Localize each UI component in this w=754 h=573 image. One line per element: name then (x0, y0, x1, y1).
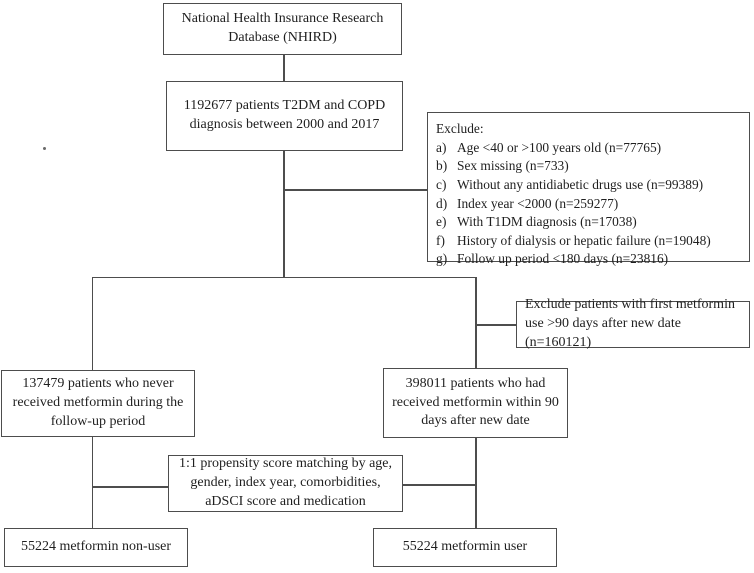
box-exclusions-secondary-text: Exclude patients with first metformin us… (525, 297, 735, 350)
exclusion-item-letter: c) (436, 176, 447, 192)
exclusion-item-text: Index year <2000 (n=259277) (457, 195, 619, 211)
box-cohort: 1192677 patients T2DM and COPD diagnosis… (166, 81, 403, 151)
box-non-user: 55224 metformin non-user (4, 528, 188, 567)
exclusion-item-letter: g) (436, 251, 448, 267)
stray-ink-dot (43, 147, 46, 150)
box-never-metformin-text: 137479 patients who never received metfo… (12, 376, 184, 429)
connector-nhird-to-cohort (283, 55, 285, 81)
exclusion-item-text: Age <40 or >100 years old (n=77765) (457, 139, 662, 155)
exclusion-item-letter: f) (436, 232, 445, 248)
exclusion-item-text: Without any antidiabetic drugs use (n=99… (457, 176, 704, 192)
box-user: 55224 metformin user (373, 528, 557, 567)
exclusion-item: a) Age <40 or >100 years old (n=77765) (436, 139, 741, 158)
exclusion-item: g) Follow up period <180 days (n=23816) (436, 250, 741, 269)
connector-never-to-non-user (91, 437, 93, 528)
connector-to-exclusions-primary (284, 189, 427, 191)
box-exclusions-secondary: Exclude patients with first metformin us… (516, 297, 750, 350)
box-nhird-text: National Health Insurance Research Datab… (181, 11, 384, 45)
exclusion-item-text: Sex missing (n=733) (457, 158, 569, 174)
box-never-metformin: 137479 patients who never received metfo… (1, 370, 195, 437)
connector-matching-left (92, 486, 168, 488)
box-received-metformin-text: 398011 patients who had received metform… (392, 375, 559, 429)
connector-to-exclusions-secondary (476, 324, 516, 326)
exclusion-item-text: Follow up period <180 days (n=23816) (457, 251, 669, 267)
box-matching: 1:1 propensity score matching by age, ge… (168, 455, 403, 512)
exclusion-item-text: History of dialysis or hepatic failure (… (457, 232, 711, 248)
box-user-text: 55224 metformin user (402, 539, 528, 555)
connector-matching-right (403, 484, 476, 486)
exclusion-item: e) With T1DM diagnosis (n=17038) (436, 213, 741, 232)
box-matching-text: 1:1 propensity score matching by age, ge… (178, 456, 393, 509)
box-non-user-text: 55224 metformin non-user (20, 539, 172, 555)
exclusion-item: b) Sex missing (n=733) (436, 157, 741, 176)
exclusion-item-text: With T1DM diagnosis (n=17038) (457, 214, 637, 230)
connector-left-branch-down (91, 277, 93, 370)
exclusions-primary-title: Exclude: (436, 121, 484, 136)
box-exclusions-primary: Exclude: a) Age <40 or >100 years old (n… (427, 112, 750, 266)
exclusion-item-letter: a) (436, 139, 447, 155)
box-cohort-text: 1192677 patients T2DM and COPD diagnosis… (183, 98, 386, 132)
exclusion-item-letter: b) (436, 158, 448, 174)
connector-cohort-down (283, 151, 285, 278)
exclusion-item-letter: e) (436, 214, 447, 230)
connector-branch-horizontal (91, 276, 477, 278)
exclusion-item-letter: d) (436, 195, 448, 211)
connector-received-to-user (475, 438, 477, 528)
box-nhird: National Health Insurance Research Datab… (163, 3, 402, 55)
exclusion-item: d) Index year <2000 (n=259277) (436, 195, 741, 214)
exclusion-item: f) History of dialysis or hepatic failur… (436, 232, 741, 251)
box-received-metformin: 398011 patients who had received metform… (383, 368, 568, 438)
connector-right-branch-down (475, 277, 477, 368)
exclusion-item: c) Without any antidiabetic drugs use (n… (436, 176, 741, 195)
